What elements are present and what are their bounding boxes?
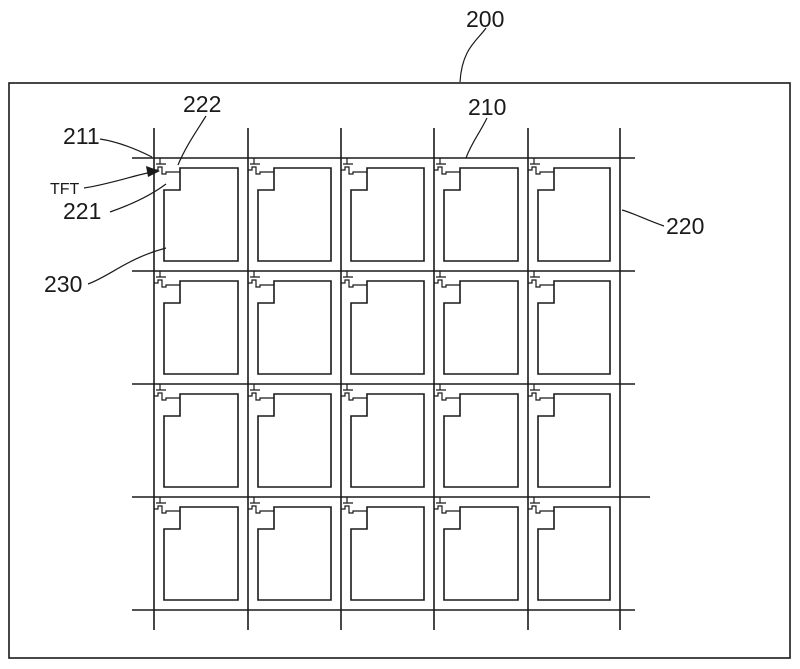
tft-switch [528,497,554,513]
pixel-cell [341,158,424,261]
pixel-electrode [444,394,518,487]
pixel-electrode [538,281,610,374]
pixel-cell [434,384,518,487]
pixel-electrode [538,507,610,600]
tft-switch [434,158,460,174]
pixel-electrode [351,168,424,261]
pixel-electrode [538,394,610,487]
tft-switch [528,384,554,400]
tft-switch [341,497,367,513]
pixel-cell [434,497,518,600]
pixel-cell [154,158,238,261]
tft-switch [528,158,554,174]
tft-switch [434,384,460,400]
pixel-electrode [258,281,331,374]
pixel-cell [341,384,424,487]
pixel-cell [341,497,424,600]
leader-tft [84,172,152,188]
pixel-electrode [164,394,238,487]
label-data-line: 220 [666,213,704,239]
pixel-cell [528,384,610,487]
pixel-cell [528,497,610,600]
pixel-cell [154,271,238,374]
tft-switch [154,271,180,287]
pixel-electrode [444,281,518,374]
tft-switch [341,271,367,287]
tft-switch [248,271,274,287]
tft-switch [154,384,180,400]
tft-switch [341,158,367,174]
data-lines [154,128,620,630]
gate-lines [132,158,650,610]
pixel-electrode [444,168,518,261]
pixel-electrode [164,281,238,374]
tft-switch [248,158,274,174]
pixel-cell [528,158,610,261]
pixel-cell [154,384,238,487]
leader-210 [466,118,487,158]
label-source-electrode: 221 [63,198,101,224]
pixel-electrode [164,507,238,600]
label-tft: TFT [50,181,80,198]
pixel-electrode [444,507,518,600]
substrate-panel [9,83,790,658]
leader-211 [100,139,152,157]
pixel-cell [528,271,610,374]
tft-switch [528,271,554,287]
tft-switch [434,271,460,287]
label-gate-electrode: 211 [63,123,100,149]
tft-switch [248,497,274,513]
tft-switch [341,384,367,400]
label-pixel-electrode: 230 [44,271,82,297]
tft-switch [248,384,274,400]
pixel-cell [341,271,424,374]
pixel-electrode [258,168,331,261]
pixel-cell [434,271,518,374]
pixel-cell [248,384,331,487]
pixel-cell [154,497,238,600]
pixel-electrode [351,394,424,487]
label-gate-line: 210 [468,94,506,120]
label-drain-electrode: 222 [183,91,221,117]
pixel-electrode [351,507,424,600]
pixel-electrode [538,168,610,261]
pixel-cell [434,158,518,261]
pixel-cell [248,271,331,374]
leader-221 [110,184,166,212]
tft-switch [154,497,180,513]
label-panel: 200 [466,6,504,32]
leader-200 [460,28,486,82]
pixel-array [154,158,610,600]
pixel-electrode [258,394,331,487]
pixel-electrode [351,281,424,374]
leader-220 [622,210,664,226]
pixel-cell [248,158,331,261]
tft-switch [434,497,460,513]
pixel-electrode [164,168,238,261]
pixel-cell [248,497,331,600]
pixel-electrode [258,507,331,600]
